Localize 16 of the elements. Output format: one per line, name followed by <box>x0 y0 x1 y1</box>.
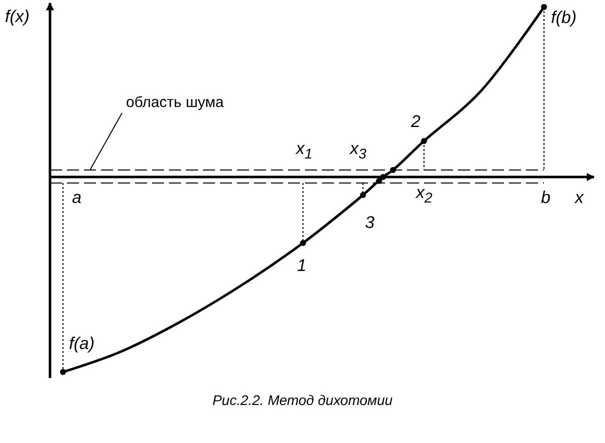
endpoint-label: b <box>541 189 550 206</box>
point-label: x$_{3}$ <box>350 140 366 162</box>
endpoint-label: a <box>72 189 82 206</box>
region-label: область шума <box>126 95 224 110</box>
point-label: x$_{1}$ <box>296 140 312 162</box>
point-label: x$_{2}$ <box>416 184 432 206</box>
axis-label: f(x) <box>5 8 30 25</box>
point-number: 1 <box>297 257 306 274</box>
noise-band <box>50 170 544 184</box>
axis-label: x <box>575 189 584 206</box>
point-number: 3 <box>365 214 374 231</box>
value-label: f(b) <box>551 9 576 26</box>
value-label: f(a) <box>69 335 94 352</box>
leader-line <box>90 112 122 170</box>
figure-caption: Рис.2.2. Метод дихотомии <box>211 393 394 407</box>
point-number: 2 <box>411 113 420 130</box>
